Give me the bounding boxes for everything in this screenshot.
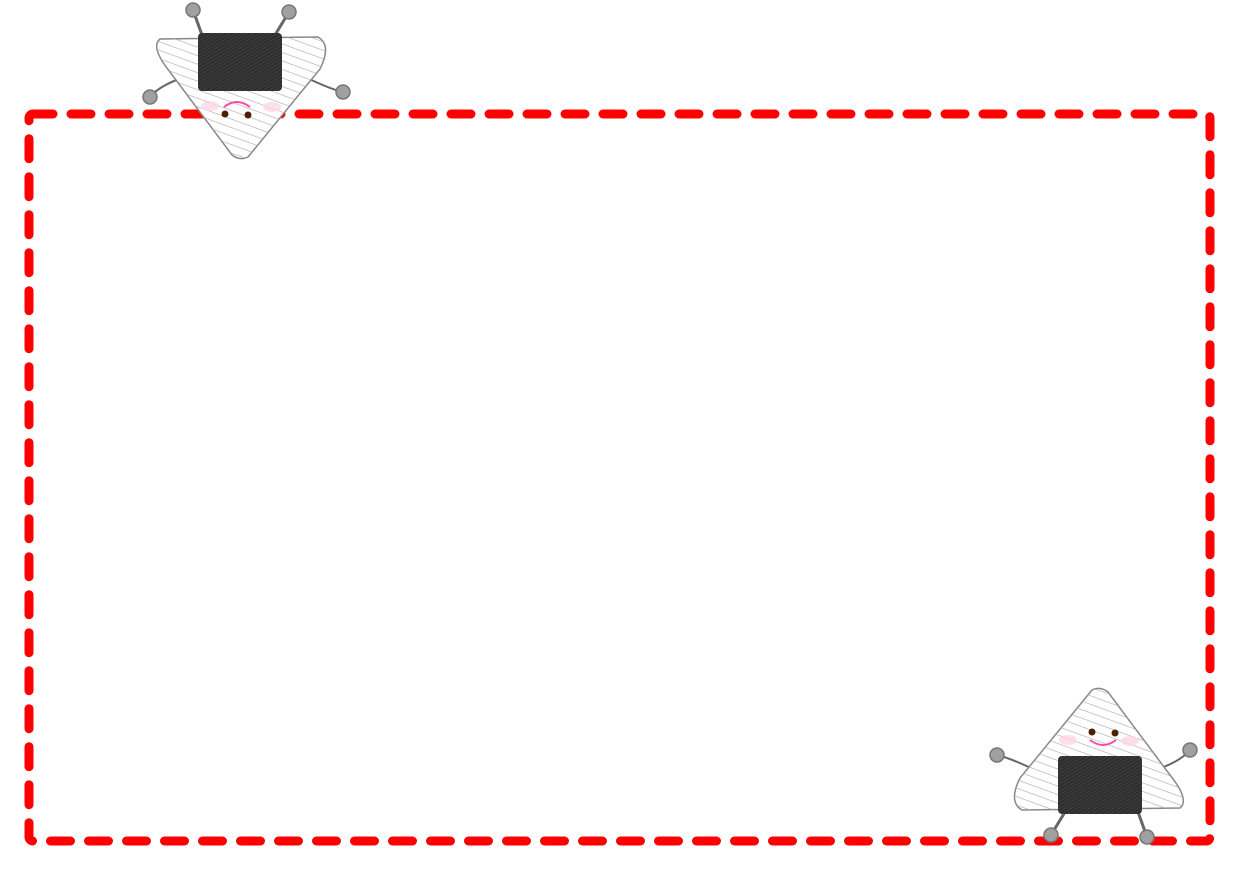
onigiri-bottom-right-icon (988, 686, 1199, 846)
dashed-frame-border (24, 109, 1215, 846)
onigiri-top-left-icon (141, 1, 352, 161)
